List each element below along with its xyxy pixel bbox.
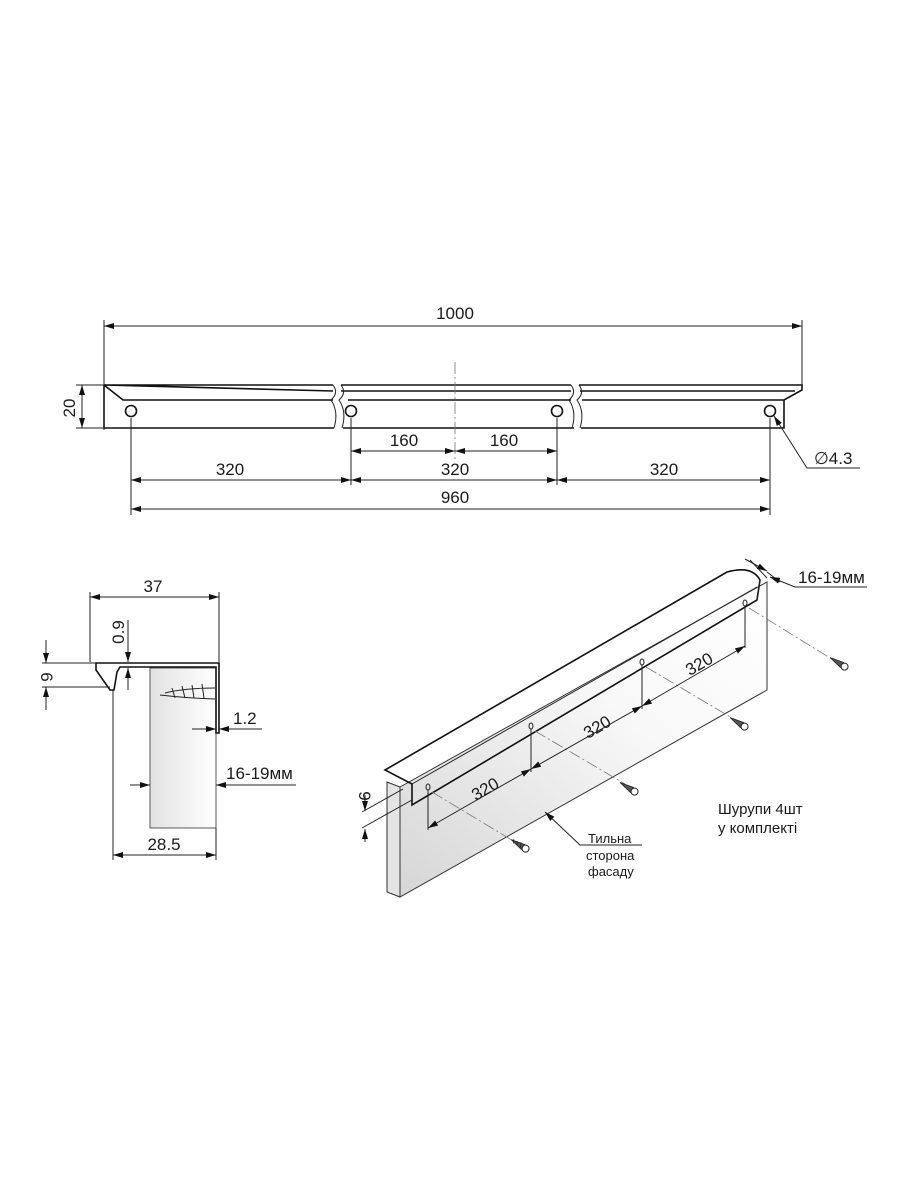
spacing-left-label: 320 [216, 460, 244, 479]
hole-diameter-label: ∅4.3 [814, 449, 852, 468]
spacing-middle-label: 320 [441, 460, 469, 479]
top-view: 1000 20 160 160 3 [60, 304, 860, 515]
iso-panel-thickness-label: 16-19мм [798, 568, 865, 587]
mounting-holes [124, 404, 777, 418]
half-spacing-left-label: 160 [390, 431, 418, 450]
screw-icon [829, 657, 849, 671]
overall-length-label: 1000 [436, 304, 474, 323]
back-side-label-3: фасаду [588, 864, 634, 879]
isometric-view: 320 320 320 9 16-19мм Тильна сторона фас… [355, 558, 867, 898]
hole-span-label: 960 [441, 488, 469, 507]
half-spacing-right-label: 160 [490, 431, 518, 450]
hole [763, 404, 777, 418]
section-view: 37 0.9 6 1.2 16-19мм 28.5 [37, 577, 296, 860]
iso-offset-label: 9 [355, 791, 374, 800]
spacing-right-label: 320 [650, 460, 678, 479]
lip-height-label: 6 [37, 672, 56, 681]
screw-icon [619, 782, 639, 796]
profile-iso [383, 569, 761, 807]
panel-thickness-label: 16-19мм [226, 764, 293, 783]
hole [344, 404, 358, 418]
screws-note-line1: Шурупи 4шт [718, 801, 803, 818]
hole [124, 404, 138, 418]
inner-width-label: 28.5 [147, 835, 180, 854]
width-label: 37 [144, 577, 163, 596]
hole [550, 404, 564, 418]
back-side-label-2: сторона [586, 848, 635, 863]
screw-icon [729, 717, 749, 731]
profile-section [95, 662, 220, 734]
screws-note-line2: у комплекті [718, 820, 797, 837]
wall-thickness-label: 1.2 [233, 709, 257, 728]
screws [510, 657, 849, 853]
rail-profile [103, 384, 803, 429]
lip-thickness-label: 0.9 [109, 620, 128, 644]
screw-icon [510, 838, 530, 853]
height-label: 20 [60, 399, 79, 418]
back-side-label-1: Тильна [588, 831, 632, 846]
screw-hatch [159, 683, 216, 700]
